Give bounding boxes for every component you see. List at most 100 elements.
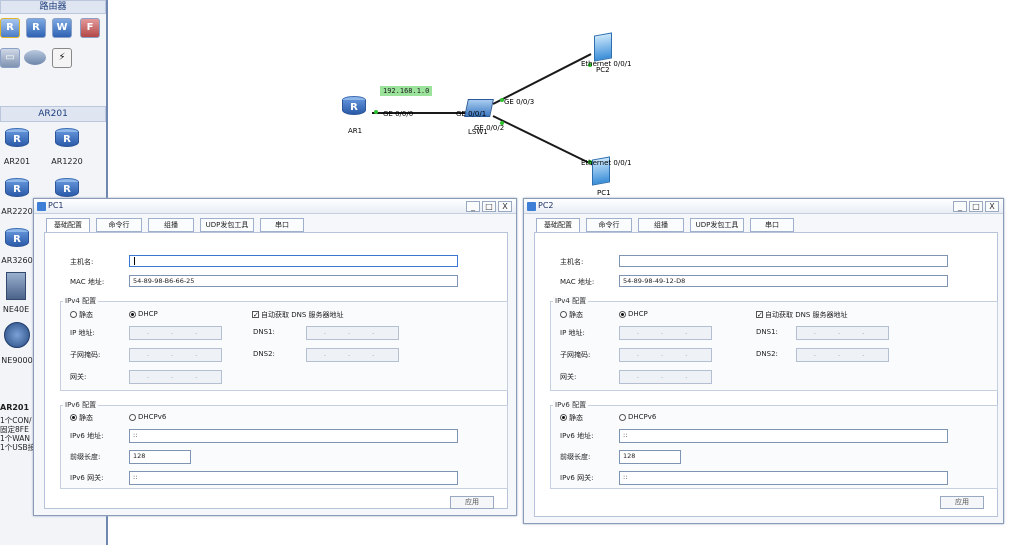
tab-serial[interactable]: 串口: [750, 218, 794, 232]
window-titlebar[interactable]: PC2 _ □ X: [524, 199, 1003, 214]
ar201-router-icon[interactable]: R: [5, 128, 29, 150]
prefix-length-input[interactable]: 128: [619, 450, 681, 464]
dns2-field[interactable]: . . .: [796, 348, 889, 362]
dhcp-radio-label: DHCP: [628, 310, 648, 318]
router-icon[interactable]: R: [55, 178, 79, 200]
dhcp-radio[interactable]: [129, 311, 136, 318]
hostname-label: 主机名:: [70, 258, 94, 266]
prefix-length-label: 前缀长度:: [70, 453, 101, 461]
static-radio-label: 静态: [569, 311, 583, 319]
tab-command-line[interactable]: 命令行: [586, 218, 632, 232]
cloud-icon[interactable]: [24, 50, 46, 65]
minimize-button[interactable]: _: [466, 201, 480, 212]
static-radio[interactable]: [560, 311, 567, 318]
ipv6-legend: IPv6 配置: [63, 400, 99, 410]
ipv6-address-input[interactable]: ::: [129, 429, 458, 443]
pc-window-icon: [37, 202, 46, 211]
gateway-label: 网关:: [70, 373, 87, 381]
router-type-icon[interactable]: R: [0, 18, 20, 38]
port-label: Ethernet 0/0/1: [581, 159, 632, 167]
ip-address-label: IP 地址:: [560, 329, 585, 337]
ar2220-router-icon[interactable]: R: [5, 178, 29, 200]
node-label-pc2: PC2: [596, 66, 610, 74]
port-status-dot: [500, 121, 504, 125]
auto-dns-checkbox[interactable]: ✓: [756, 311, 763, 319]
ar3260-router-icon[interactable]: R: [5, 228, 29, 250]
static-radio-label: 静态: [79, 311, 93, 319]
ipv6-gateway-input[interactable]: ::: [619, 471, 948, 485]
gateway-label: 网关:: [560, 373, 577, 381]
gateway-field[interactable]: . . .: [129, 370, 222, 384]
device-info-line: 1个WAN: [0, 434, 31, 443]
dhcpv6-radio[interactable]: [619, 414, 626, 421]
prefix-length-input[interactable]: 128: [129, 450, 191, 464]
dns1-label: DNS1:: [253, 328, 275, 336]
ip-address-field[interactable]: . . .: [129, 326, 222, 340]
ne40e-router-icon[interactable]: [6, 272, 26, 300]
basic-config-panel: 主机名: MAC 地址: 54-89-98-B6-66-25 IPv4 配置 静…: [44, 232, 508, 509]
tab-multicast[interactable]: 组播: [638, 218, 684, 232]
static6-radio-label: 静态: [79, 414, 93, 422]
dhcpv6-radio[interactable]: [129, 414, 136, 421]
wireless-router-icon[interactable]: W: [52, 18, 72, 38]
subnet-mask-field[interactable]: . . .: [619, 348, 712, 362]
mac-label: MAC 地址:: [560, 278, 595, 286]
text-cursor: [134, 257, 135, 265]
mac-address-field: 54-89-98-B6-66-25: [129, 275, 458, 287]
port-label: GE 0/0/2: [474, 124, 505, 132]
ipv6-legend: IPv6 配置: [553, 400, 589, 410]
port-label: Ethernet 0/0/1: [581, 60, 632, 68]
static-radio[interactable]: [70, 311, 77, 318]
dns2-field[interactable]: . . .: [306, 348, 399, 362]
close-button[interactable]: X: [985, 201, 999, 212]
hostname-input[interactable]: [619, 255, 948, 267]
minimize-button[interactable]: _: [953, 201, 967, 212]
pc2-computer-icon[interactable]: [594, 32, 612, 62]
ar1220-router-icon[interactable]: R: [55, 128, 79, 150]
hostname-input[interactable]: [129, 255, 458, 267]
ipv6-gateway-label: IPv6 网关:: [560, 474, 594, 482]
mac-address-field: 54-89-98-49-12-D8: [619, 275, 948, 287]
maximize-button[interactable]: □: [482, 201, 496, 212]
subnet-mask-field[interactable]: . . .: [129, 348, 222, 362]
pc-type-icon[interactable]: ▭: [0, 48, 20, 68]
dns1-field[interactable]: . . .: [306, 326, 399, 340]
window-title: PC1: [48, 201, 64, 210]
tab-udp-tool[interactable]: UDP发包工具: [200, 218, 254, 232]
close-button[interactable]: X: [498, 201, 512, 212]
ipv6-gateway-input[interactable]: ::: [129, 471, 458, 485]
device-label-ne40e: NE40E: [2, 305, 30, 314]
static6-radio[interactable]: [560, 414, 567, 421]
network-label[interactable]: 192.168.1.0: [380, 86, 433, 96]
dns2-label: DNS2:: [253, 350, 275, 358]
ne9000-router-icon[interactable]: [4, 322, 30, 348]
dhcpv6-radio-label: DHCPv6: [628, 413, 657, 421]
link-ar1-lsw1[interactable]: [372, 112, 478, 114]
tab-command-line[interactable]: 命令行: [96, 218, 142, 232]
pc-window-icon: [527, 202, 536, 211]
connection-icon[interactable]: ⚡: [52, 48, 72, 68]
device-label-ar201: AR201: [3, 157, 31, 166]
auto-dns-checkbox[interactable]: ✓: [252, 311, 259, 319]
static6-radio[interactable]: [70, 414, 77, 421]
gateway-field[interactable]: . . .: [619, 370, 712, 384]
dhcp-radio[interactable]: [619, 311, 626, 318]
ar1-router-icon[interactable]: R: [342, 96, 366, 118]
maximize-button[interactable]: □: [969, 201, 983, 212]
ip-address-field[interactable]: . . .: [619, 326, 712, 340]
device-label-ne9000: NE9000: [1, 356, 33, 365]
tab-udp-tool[interactable]: UDP发包工具: [690, 218, 744, 232]
dns2-label: DNS2:: [756, 350, 778, 358]
dns1-field[interactable]: . . .: [796, 326, 889, 340]
tab-basic-config[interactable]: 基础配置: [46, 218, 90, 233]
tab-serial[interactable]: 串口: [260, 218, 304, 232]
topology-canvas[interactable]: 192.168.1.0 R AR1 GE 0/0/0 LSW1 GE 0/0/1…: [110, 0, 1024, 198]
firewall-icon[interactable]: F: [80, 18, 100, 38]
tab-multicast[interactable]: 组播: [148, 218, 194, 232]
apply-button[interactable]: 应用: [450, 496, 494, 509]
window-titlebar[interactable]: PC1 _ □ X: [34, 199, 516, 214]
tab-basic-config[interactable]: 基础配置: [536, 218, 580, 233]
apply-button[interactable]: 应用: [940, 496, 984, 509]
router-type-icon[interactable]: R: [26, 18, 46, 38]
ipv6-address-input[interactable]: ::: [619, 429, 948, 443]
